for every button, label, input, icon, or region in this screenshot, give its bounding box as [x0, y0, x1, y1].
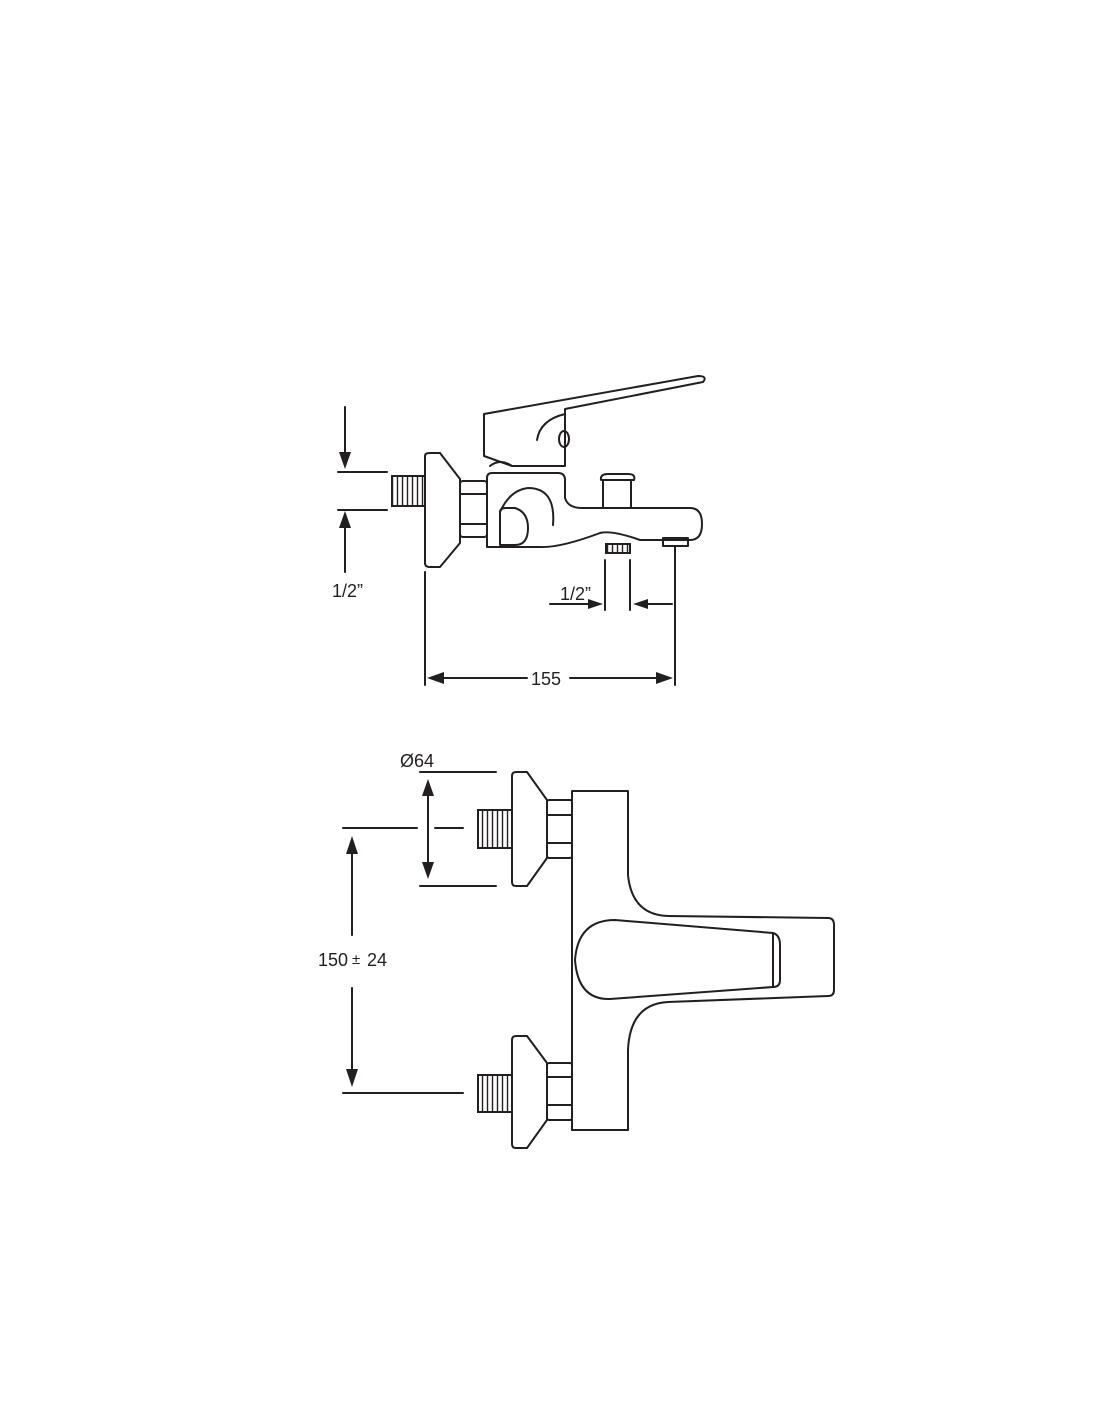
- front-lever: [574, 919, 781, 1001]
- upper-inlet: [477, 771, 573, 887]
- lever-handle: [483, 375, 706, 467]
- front-view: Ø64 150 ± 24: [318, 751, 835, 1149]
- inlet-thread: [391, 475, 426, 507]
- inlet-thread-label: 1/2”: [332, 581, 363, 601]
- centers-label: 150: [318, 950, 348, 970]
- lever-pivot-icon: [558, 430, 570, 448]
- lever-base: [489, 461, 513, 467]
- inlet-thread-dimension: 1/2”: [332, 406, 388, 601]
- diverter-knob: [599, 473, 636, 509]
- shower-outlet-thread: [605, 543, 631, 554]
- projection-dimension: 155: [424, 545, 676, 689]
- flange-diameter-label: Ø64: [400, 751, 434, 771]
- hex-nut: [459, 480, 488, 538]
- body-curve: [499, 487, 555, 526]
- body-d-shape: [499, 507, 529, 546]
- lower-inlet: [477, 1035, 573, 1149]
- centers-plus-minus: ±: [352, 951, 360, 968]
- centers-tolerance: 24: [367, 950, 387, 970]
- mixer-body: [486, 472, 703, 549]
- projection-label: 155: [531, 669, 561, 689]
- centers-dimension: 150 ± 24: [318, 827, 464, 1094]
- wall-flange: [424, 452, 461, 568]
- side-view: 1/2”: [332, 375, 706, 689]
- flange-diameter-dimension: Ø64: [400, 751, 497, 887]
- outlet-thread-label: 1/2”: [560, 584, 591, 604]
- front-body: [571, 790, 835, 1131]
- lever-arc: [536, 413, 566, 441]
- outlet-thread-dimension: 1/2”: [549, 559, 673, 611]
